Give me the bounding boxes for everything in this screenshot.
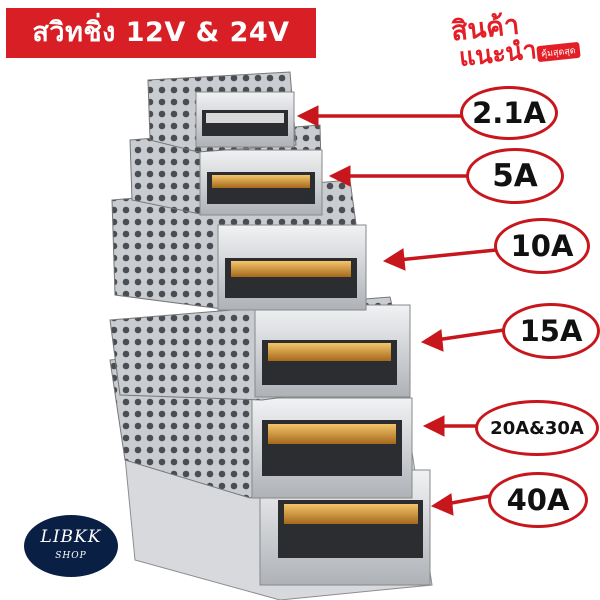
- label-2-1a: 2.1A: [460, 86, 558, 140]
- label-20a-30a-text: 20A&30A: [490, 417, 584, 439]
- logo-name: LIBKK: [40, 527, 102, 547]
- pointer-arrows: [296, 105, 505, 516]
- label-2-1a-text: 2.1A: [472, 96, 546, 130]
- label-15a-text: 15A: [519, 314, 583, 348]
- label-15a: 15A: [502, 303, 600, 359]
- label-40a: 40A: [488, 472, 588, 528]
- label-5a-text: 5A: [492, 158, 538, 194]
- label-20a-30a: 20A&30A: [475, 400, 599, 456]
- logo-sub: SHOP: [55, 551, 87, 561]
- title-text: สวิทชิ่ง 12V & 24V: [32, 17, 290, 48]
- title-banner: สวิทชิ่ง 12V & 24V: [6, 8, 316, 58]
- label-40a-text: 40A: [506, 483, 570, 517]
- label-10a-text: 10A: [510, 229, 574, 263]
- label-5a: 5A: [466, 148, 564, 204]
- shop-logo: LIBKK SHOP: [24, 515, 118, 577]
- label-10a: 10A: [494, 218, 590, 274]
- psu-2-1a: [147, 71, 297, 153]
- psu-15a: [109, 296, 411, 401]
